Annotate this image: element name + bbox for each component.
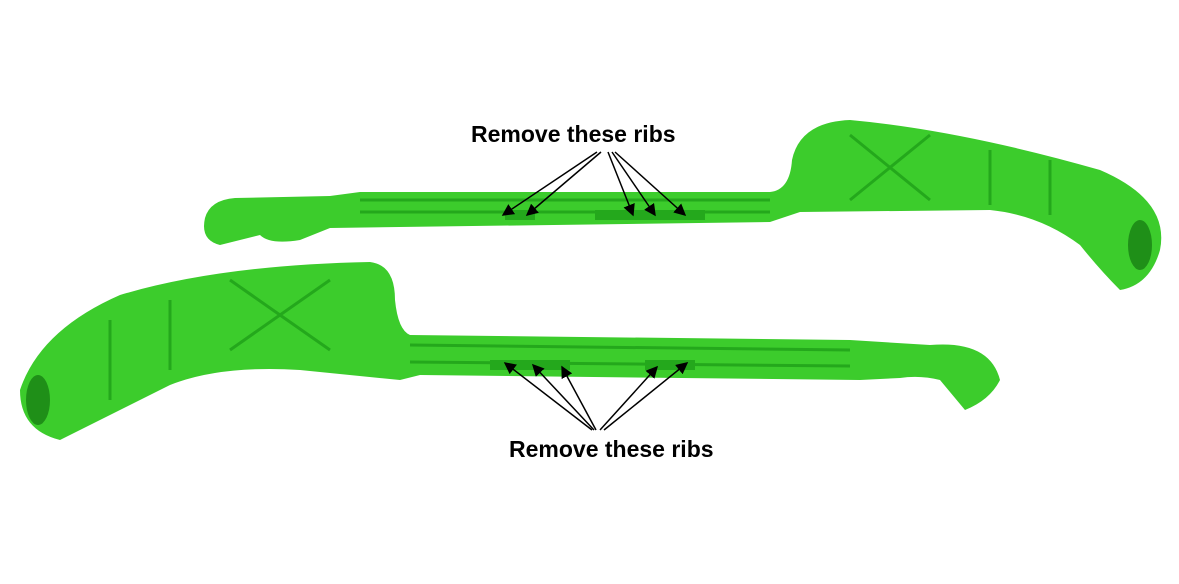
bottom-arrows xyxy=(503,362,689,431)
top-annotation-label: Remove these ribs xyxy=(471,121,676,147)
arrow xyxy=(614,151,687,217)
arrow xyxy=(531,363,595,431)
arrow xyxy=(611,151,656,217)
bottom-green-part xyxy=(20,262,1000,440)
arrow xyxy=(501,151,598,216)
arrow xyxy=(599,365,659,431)
arrow xyxy=(603,362,689,431)
arrow xyxy=(561,365,597,431)
arrow xyxy=(525,151,602,216)
bottom-annotation-label: Remove these ribs xyxy=(509,436,714,462)
arrow xyxy=(503,362,593,431)
top-arrows xyxy=(501,151,687,217)
arrow xyxy=(607,151,635,217)
